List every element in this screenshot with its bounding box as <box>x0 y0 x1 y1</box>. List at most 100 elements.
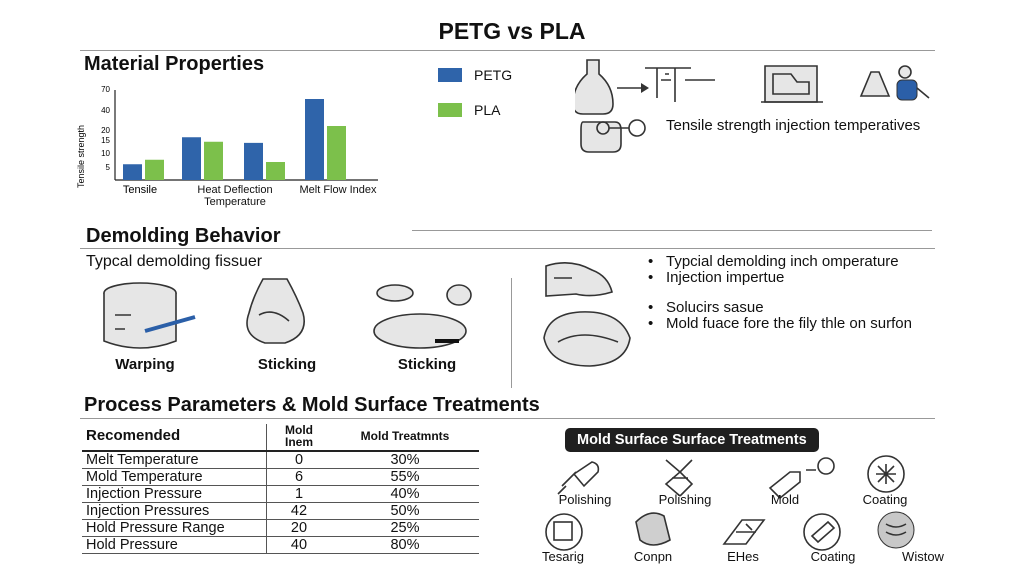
param-name-cell: Mold Temperature <box>82 468 267 486</box>
sticking-label: Sticking <box>397 356 457 373</box>
warping-part-icon <box>103 282 196 349</box>
treatment-label: Conpn <box>633 549 673 564</box>
y-tick-label: 15 <box>101 136 110 145</box>
col-header-mold-treatments: Mold Treatmnts <box>331 424 479 452</box>
testing-icon <box>545 513 583 551</box>
bullet-item: •Injection impertue <box>648 269 785 286</box>
x-category-label: Heat Deflection Temperature <box>197 184 273 208</box>
mold-inem-cell: 0 <box>266 451 331 469</box>
treatment-label: Coating <box>810 549 856 564</box>
mold-tool-icon <box>645 67 715 102</box>
param-name-cell: Injection Pressures <box>82 502 267 520</box>
polishing-icon <box>557 461 600 495</box>
treatment-label: Coating <box>862 492 908 507</box>
bar-pla <box>266 162 285 180</box>
treatment-cell: 50% <box>331 502 479 520</box>
bar-petg <box>305 99 324 180</box>
demolding-illustrations <box>103 278 472 349</box>
bar-petg <box>123 164 142 180</box>
legend-label-pla: PLA <box>474 102 501 118</box>
col-header-recommended: Recomended <box>82 424 267 452</box>
treatment-label: Polishing <box>658 492 712 507</box>
bar-pla <box>204 141 223 180</box>
x-category-label: Melt Flow Index <box>299 184 377 196</box>
y-tick-label: 40 <box>101 106 110 115</box>
edge-icon <box>722 519 766 545</box>
treatment-label: Mold <box>770 492 800 507</box>
x-category-label: Tensile <box>123 184 157 196</box>
y-tick-label: 5 <box>106 163 111 172</box>
treatment-label: Polishing <box>558 492 612 507</box>
bar-pla <box>327 126 346 180</box>
y-axis-label: Tensile strength <box>76 125 86 188</box>
warping-label: Warping <box>115 356 175 373</box>
sticking-label: Sticking <box>257 356 317 373</box>
sticking-dish-icon <box>373 284 472 349</box>
treatment-row-1: Polishing Polishing Mold Coating <box>540 492 940 508</box>
mold-inem-cell: 42 <box>266 502 331 520</box>
bullet-dot-icon: • <box>648 253 654 270</box>
sticking-vase-icon <box>246 278 305 344</box>
demolding-divider <box>80 248 935 249</box>
legend-swatch-petg <box>438 68 462 82</box>
bar-petg <box>182 137 201 180</box>
bullet-dot-icon: • <box>648 269 654 286</box>
clip-part-icon <box>545 262 613 297</box>
treatment-cell: 30% <box>331 451 479 469</box>
mold-inem-cell: 6 <box>266 468 331 486</box>
demolding-divider-top <box>412 230 932 231</box>
mold-inem-cell: 20 <box>266 519 331 537</box>
treatments-badge: Mold Surface Surface Treatments <box>565 428 819 452</box>
bullet-item: •Solucirs sasue <box>648 299 764 316</box>
treatment-label: Wistow <box>902 549 944 564</box>
mold-inem-cell: 1 <box>266 485 331 503</box>
mold-icon <box>768 457 835 500</box>
mold-inem-cell: 40 <box>266 536 331 554</box>
bar-petg <box>244 142 263 180</box>
param-name-cell: Melt Temperature <box>82 451 267 469</box>
process-heading: Process Parameters & Mold Surface Treatm… <box>84 394 540 416</box>
treatment-label: Tesarig <box>542 549 584 564</box>
coating-tool-icon <box>803 513 841 551</box>
material-properties-heading: Material Properties <box>84 53 265 75</box>
treatment-label: EHes <box>727 549 759 564</box>
y-tick-label: 10 <box>101 149 110 158</box>
bullet-item: •Typcial demolding inch omperature <box>648 253 899 270</box>
treatment-cell: 55% <box>331 468 479 486</box>
demolding-vertical-divider <box>511 278 512 388</box>
demolding-right-icons <box>543 262 631 367</box>
bullet-item: •Mold fuace fore the fily thle on surfon <box>648 315 912 332</box>
param-name-cell: Hold Pressure Range <box>82 519 267 537</box>
title-divider <box>80 50 935 51</box>
page-title: PETG vs PLA <box>438 18 586 44</box>
demolding-bullet-list: •Typcial demolding inch omperature •Inje… <box>648 254 928 332</box>
demolding-heading: Demolding Behavior <box>86 225 281 247</box>
legend-swatch-pla <box>438 103 462 117</box>
parts-cluster-icon <box>859 65 930 101</box>
y-tick-label: 20 <box>101 126 110 135</box>
treatment-cell: 25% <box>331 519 479 537</box>
param-name-cell: Injection Pressure <box>82 485 267 503</box>
coating-icon <box>867 455 905 493</box>
param-name-cell: Hold Pressure <box>82 536 267 554</box>
cup-part-icon <box>580 119 646 153</box>
wistow-icon <box>877 511 915 549</box>
table-header-row: Recomended Mold Inem Mold Treatmnts <box>82 424 479 452</box>
mold-block-icon <box>761 65 823 103</box>
material-icons-group <box>575 59 930 153</box>
process-divider <box>80 418 935 419</box>
ring-part-icon <box>543 311 631 367</box>
arrow-icon <box>617 83 649 93</box>
treatment-icons <box>545 455 915 551</box>
process-parameters-table: Recomended Mold Inem Mold Treatmnts Melt… <box>82 424 479 554</box>
coupon-icon <box>635 512 671 546</box>
material-note: Tensile strength injection temperatives <box>666 117 921 134</box>
polishing-tool-icon <box>664 459 694 497</box>
legend-label-petg: PETG <box>474 67 513 83</box>
